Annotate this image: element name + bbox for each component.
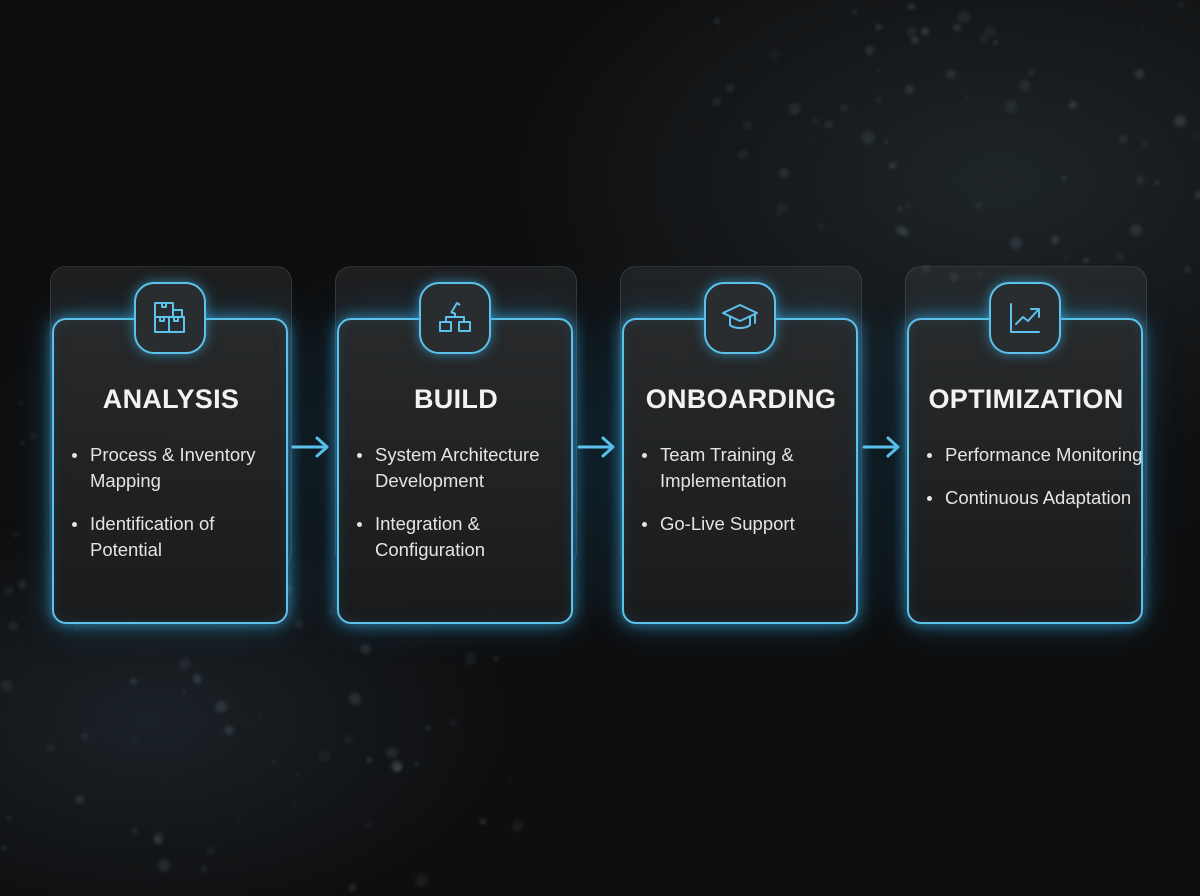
card-frame bbox=[907, 318, 1143, 624]
step-card-analysis: ANALYSIS Process & Inventory Mapping Ide… bbox=[48, 266, 294, 630]
icon-badge bbox=[989, 282, 1061, 354]
boxes-icon bbox=[154, 302, 185, 333]
step-title: ANALYSIS bbox=[102, 384, 240, 414]
bullet-item: Go-Live Support bbox=[640, 511, 858, 537]
step-bullets: Team Training & Implementation Go-Live S… bbox=[640, 442, 858, 554]
bullet-item: Team Training & Implementation bbox=[640, 442, 858, 494]
graduation-cap-icon bbox=[722, 304, 758, 329]
arrow-right-icon bbox=[862, 436, 900, 458]
step-card-onboarding: ONBOARDING Team Training & Implementatio… bbox=[618, 266, 864, 630]
step-bullets: System Architecture Development Integrat… bbox=[355, 442, 573, 580]
card-frame bbox=[337, 318, 573, 624]
step-bullets: Performance Monitoring Continuous Adapta… bbox=[925, 442, 1143, 528]
hierarchy-icon bbox=[439, 302, 471, 332]
step-title: ONBOARDING bbox=[645, 384, 837, 414]
arrow-right-icon bbox=[291, 436, 329, 458]
step-title: OPTIMIZATION bbox=[928, 384, 1124, 414]
arrow-right-icon bbox=[577, 436, 615, 458]
icon-badge bbox=[419, 282, 491, 354]
card-frame bbox=[622, 318, 858, 624]
bullet-item: Integration & Configuration bbox=[355, 511, 573, 563]
icon-badge bbox=[134, 282, 206, 354]
step-bullets: Process & Inventory Mapping Identificati… bbox=[70, 442, 288, 580]
bullet-item: Continuous Adaptation bbox=[925, 485, 1143, 511]
card-frame bbox=[52, 318, 288, 624]
bullet-item: Identification of Potential bbox=[70, 511, 288, 563]
bullet-item: Performance Monitoring bbox=[925, 442, 1143, 468]
bullet-item: Process & Inventory Mapping bbox=[70, 442, 288, 494]
icon-badge bbox=[704, 282, 776, 354]
step-title: BUILD bbox=[414, 384, 498, 414]
step-card-optimization: OPTIMIZATION Performance Monitoring Cont… bbox=[903, 266, 1149, 630]
bullet-item: System Architecture Development bbox=[355, 442, 573, 494]
step-card-build: BUILD System Architecture Development In… bbox=[333, 266, 579, 630]
trend-chart-icon bbox=[1010, 303, 1040, 333]
